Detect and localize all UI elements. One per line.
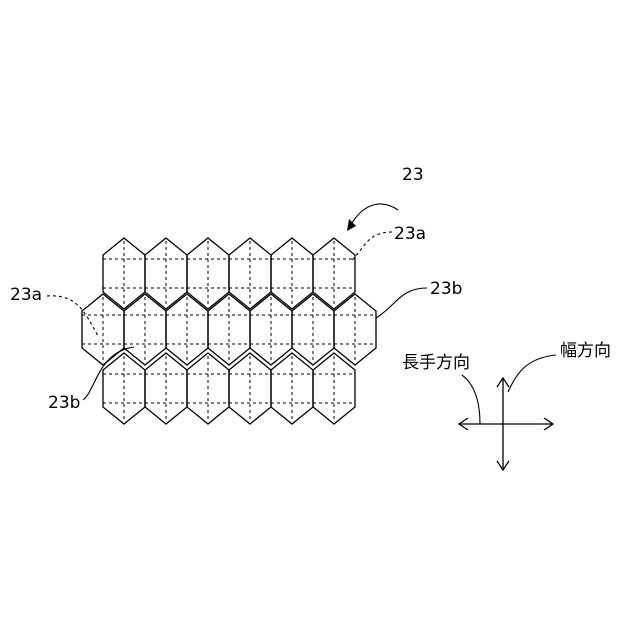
label-23a-top: 23a: [394, 224, 426, 244]
hex-cell-hidden-edge-bottom-2: [145, 356, 187, 421]
hex-cell-hidden-edge-bottom-3: [187, 356, 229, 421]
hex-cell-hidden-edge-middle-3: [166, 297, 208, 362]
leader-23-arrowhead: [347, 219, 356, 231]
leader-23a-top: [350, 232, 392, 262]
hex-cell-hidden-edge-bottom-5: [271, 356, 313, 421]
label-23b-right: 23b: [430, 279, 462, 299]
hex-cell-hidden-edge-bottom-4: [229, 356, 271, 421]
hex-cell-hidden-edge-top-1: [103, 241, 145, 306]
label-23: 23: [402, 165, 424, 185]
label-23a-left: 23a: [10, 285, 42, 305]
hex-cell-hidden-edge-top-2: [145, 241, 187, 306]
hex-cell-hidden-edge-bottom-6: [313, 356, 355, 421]
leader-width: [508, 355, 556, 392]
hex-cell-hidden-edge-top-6: [313, 241, 355, 306]
leader-longitudinal: [462, 375, 480, 424]
hex-cell-hidden-edge-top-4: [229, 241, 271, 306]
hex-cell-hidden-edge-middle-7: [334, 297, 376, 362]
label-longitudinal-direction: 長手方向: [402, 353, 470, 373]
label-width-direction: 幅方向: [560, 341, 611, 361]
hexagon-grid: [82, 238, 376, 424]
hex-cell-hidden-edge-top-5: [271, 241, 313, 306]
leader-23b-right: [376, 288, 427, 318]
direction-indicator: [459, 378, 553, 470]
label-23b-left: 23b: [48, 393, 80, 413]
hex-cell-hidden-edge-middle-5: [250, 297, 292, 362]
hex-cell-hidden-edge-middle-6: [292, 297, 334, 362]
hex-cell-hidden-edge-middle-4: [208, 297, 250, 362]
leader-23: [349, 204, 398, 228]
hex-cell-hidden-edge-bottom-1: [103, 356, 145, 421]
leader-23a-left: [47, 296, 98, 336]
hex-cell-hidden-edge-middle-2: [124, 297, 166, 362]
hex-cell-hidden-edge-top-3: [187, 241, 229, 306]
